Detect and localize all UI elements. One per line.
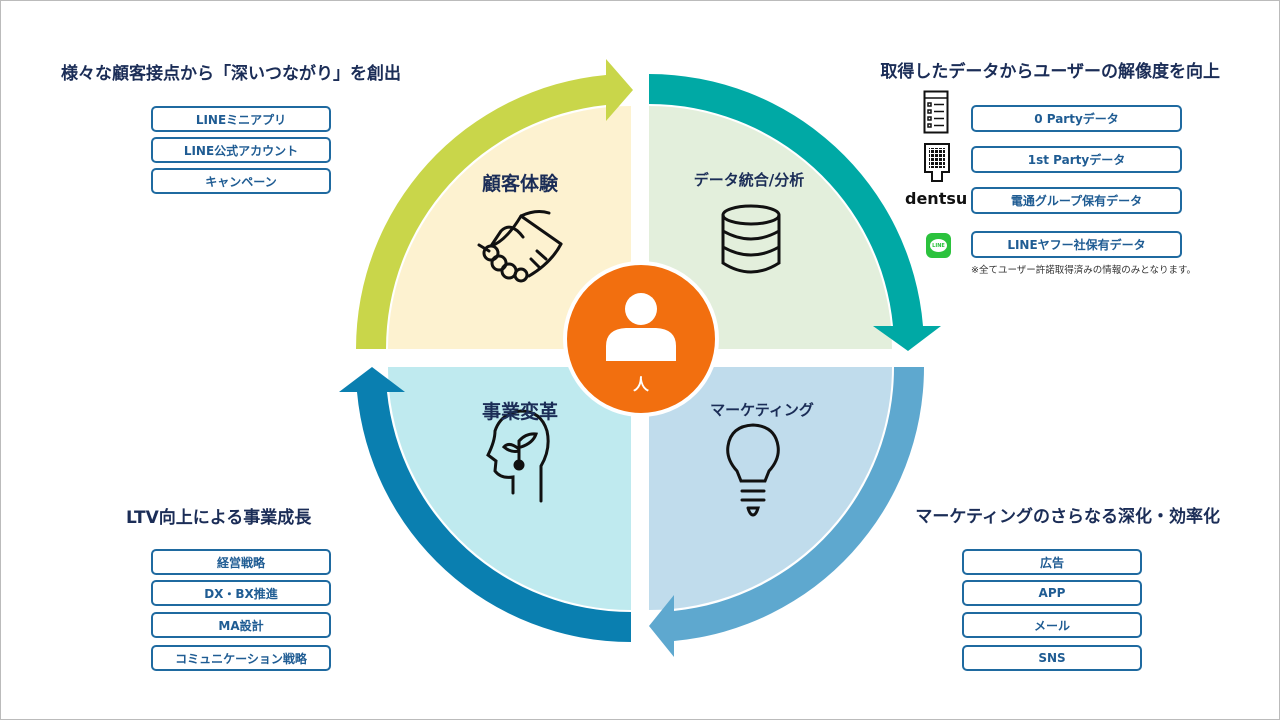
dark-blue-arrow [339,367,631,642]
center-label: 人 [632,375,650,394]
consent-note: ※全てユーザー許諾取得済みの情報のみとなります。 [971,265,1197,276]
document-list-icon [923,90,949,134]
tag-app: APP [962,580,1142,606]
tag-first-party-data: 1st Partyデータ [971,146,1182,173]
tag-advertising: 広告 [962,549,1142,575]
dentsu-logo: dentsu [905,189,968,208]
quadrant-marketing-fill [649,367,892,610]
line-logo: LINE [926,233,951,258]
tag-zero-party-data: 0 Partyデータ [971,105,1182,132]
top-right-heading: 取得したデータからユーザーの解像度を向上 [880,62,1220,82]
bottom-left-heading: LTV向上による事業成長 [126,508,312,528]
tag-line-mini-app: LINEミニアプリ [151,106,331,132]
tag-email: メール [962,612,1142,638]
quadrant-label-business-transformation: 事業変革 [481,401,559,423]
tag-ma-design: MA設計 [151,612,331,638]
tag-sns: SNS [962,645,1142,671]
lightbulb-icon [726,423,780,517]
tag-communication-strategy: コミュニケーション戦略 [151,645,331,671]
tag-lineyahoo-data: LINEヤフー社保有データ [971,231,1182,258]
bottom-right-heading: マーケティングのさらなる深化・効率化 [915,507,1220,527]
teal-arrow [649,74,941,351]
database-icon [721,204,781,274]
green-arrow [355,59,633,349]
light-blue-arrow [649,367,924,657]
handshake-icon [477,210,563,283]
quadrant-label-customer-experience: 顧客体験 [481,173,559,195]
tag-campaign: キャンペーン [151,168,331,194]
head-with-sprout-icon [486,409,550,503]
top-left-heading: 様々な顧客接点から「深いつながり」を創出 [61,64,401,84]
tag-management-strategy: 経営戦略 [151,549,331,575]
person-icon [606,293,676,361]
quadrant-label-data-integration: データ統合/分析 [693,171,805,189]
quadrant-label-marketing: マーケティング [710,401,814,419]
building-icon [924,143,950,182]
tag-line-official-account: LINE公式アカウント [151,137,331,163]
quadrant-business-fill [388,367,631,610]
quadrant-data-fill [649,106,892,349]
tag-dentsu-group-data: 電通グループ保有データ [971,187,1182,214]
tag-dx-bx: DX・BX推進 [151,580,331,606]
